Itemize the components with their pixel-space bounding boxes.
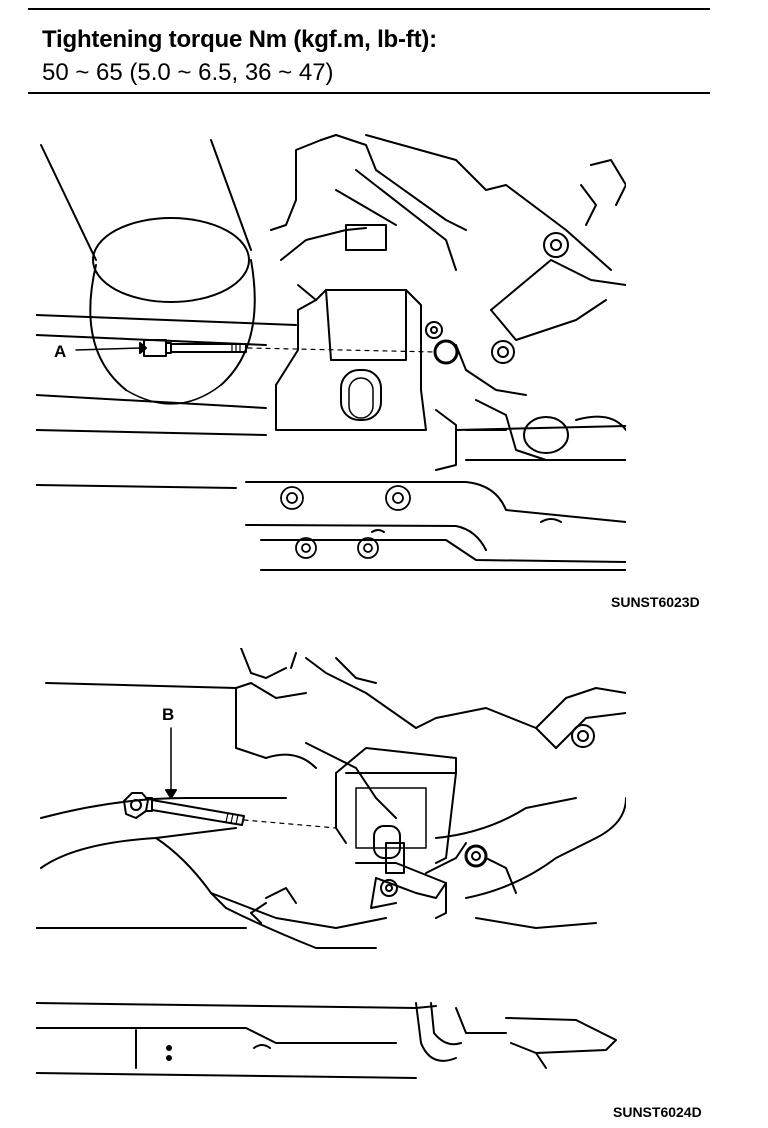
callout-label-b: B — [162, 705, 174, 724]
figure-2-illustration: B — [36, 648, 626, 1088]
callout-label-a: A — [54, 342, 66, 361]
torque-spec-title: Tightening torque Nm (kgf.m, lb-ft): — [42, 26, 437, 53]
figure-1-code: SUNST6023D — [611, 594, 700, 610]
torque-spec-value: 50 ~ 65 (5.0 ~ 6.5, 36 ~ 47) — [42, 59, 334, 86]
figure-1-illustration: A — [36, 130, 626, 580]
torque-spec-header: Tightening torque Nm (kgf.m, lb-ft): 50 … — [28, 8, 710, 94]
figure-2-code: SUNST6024D — [613, 1104, 702, 1120]
